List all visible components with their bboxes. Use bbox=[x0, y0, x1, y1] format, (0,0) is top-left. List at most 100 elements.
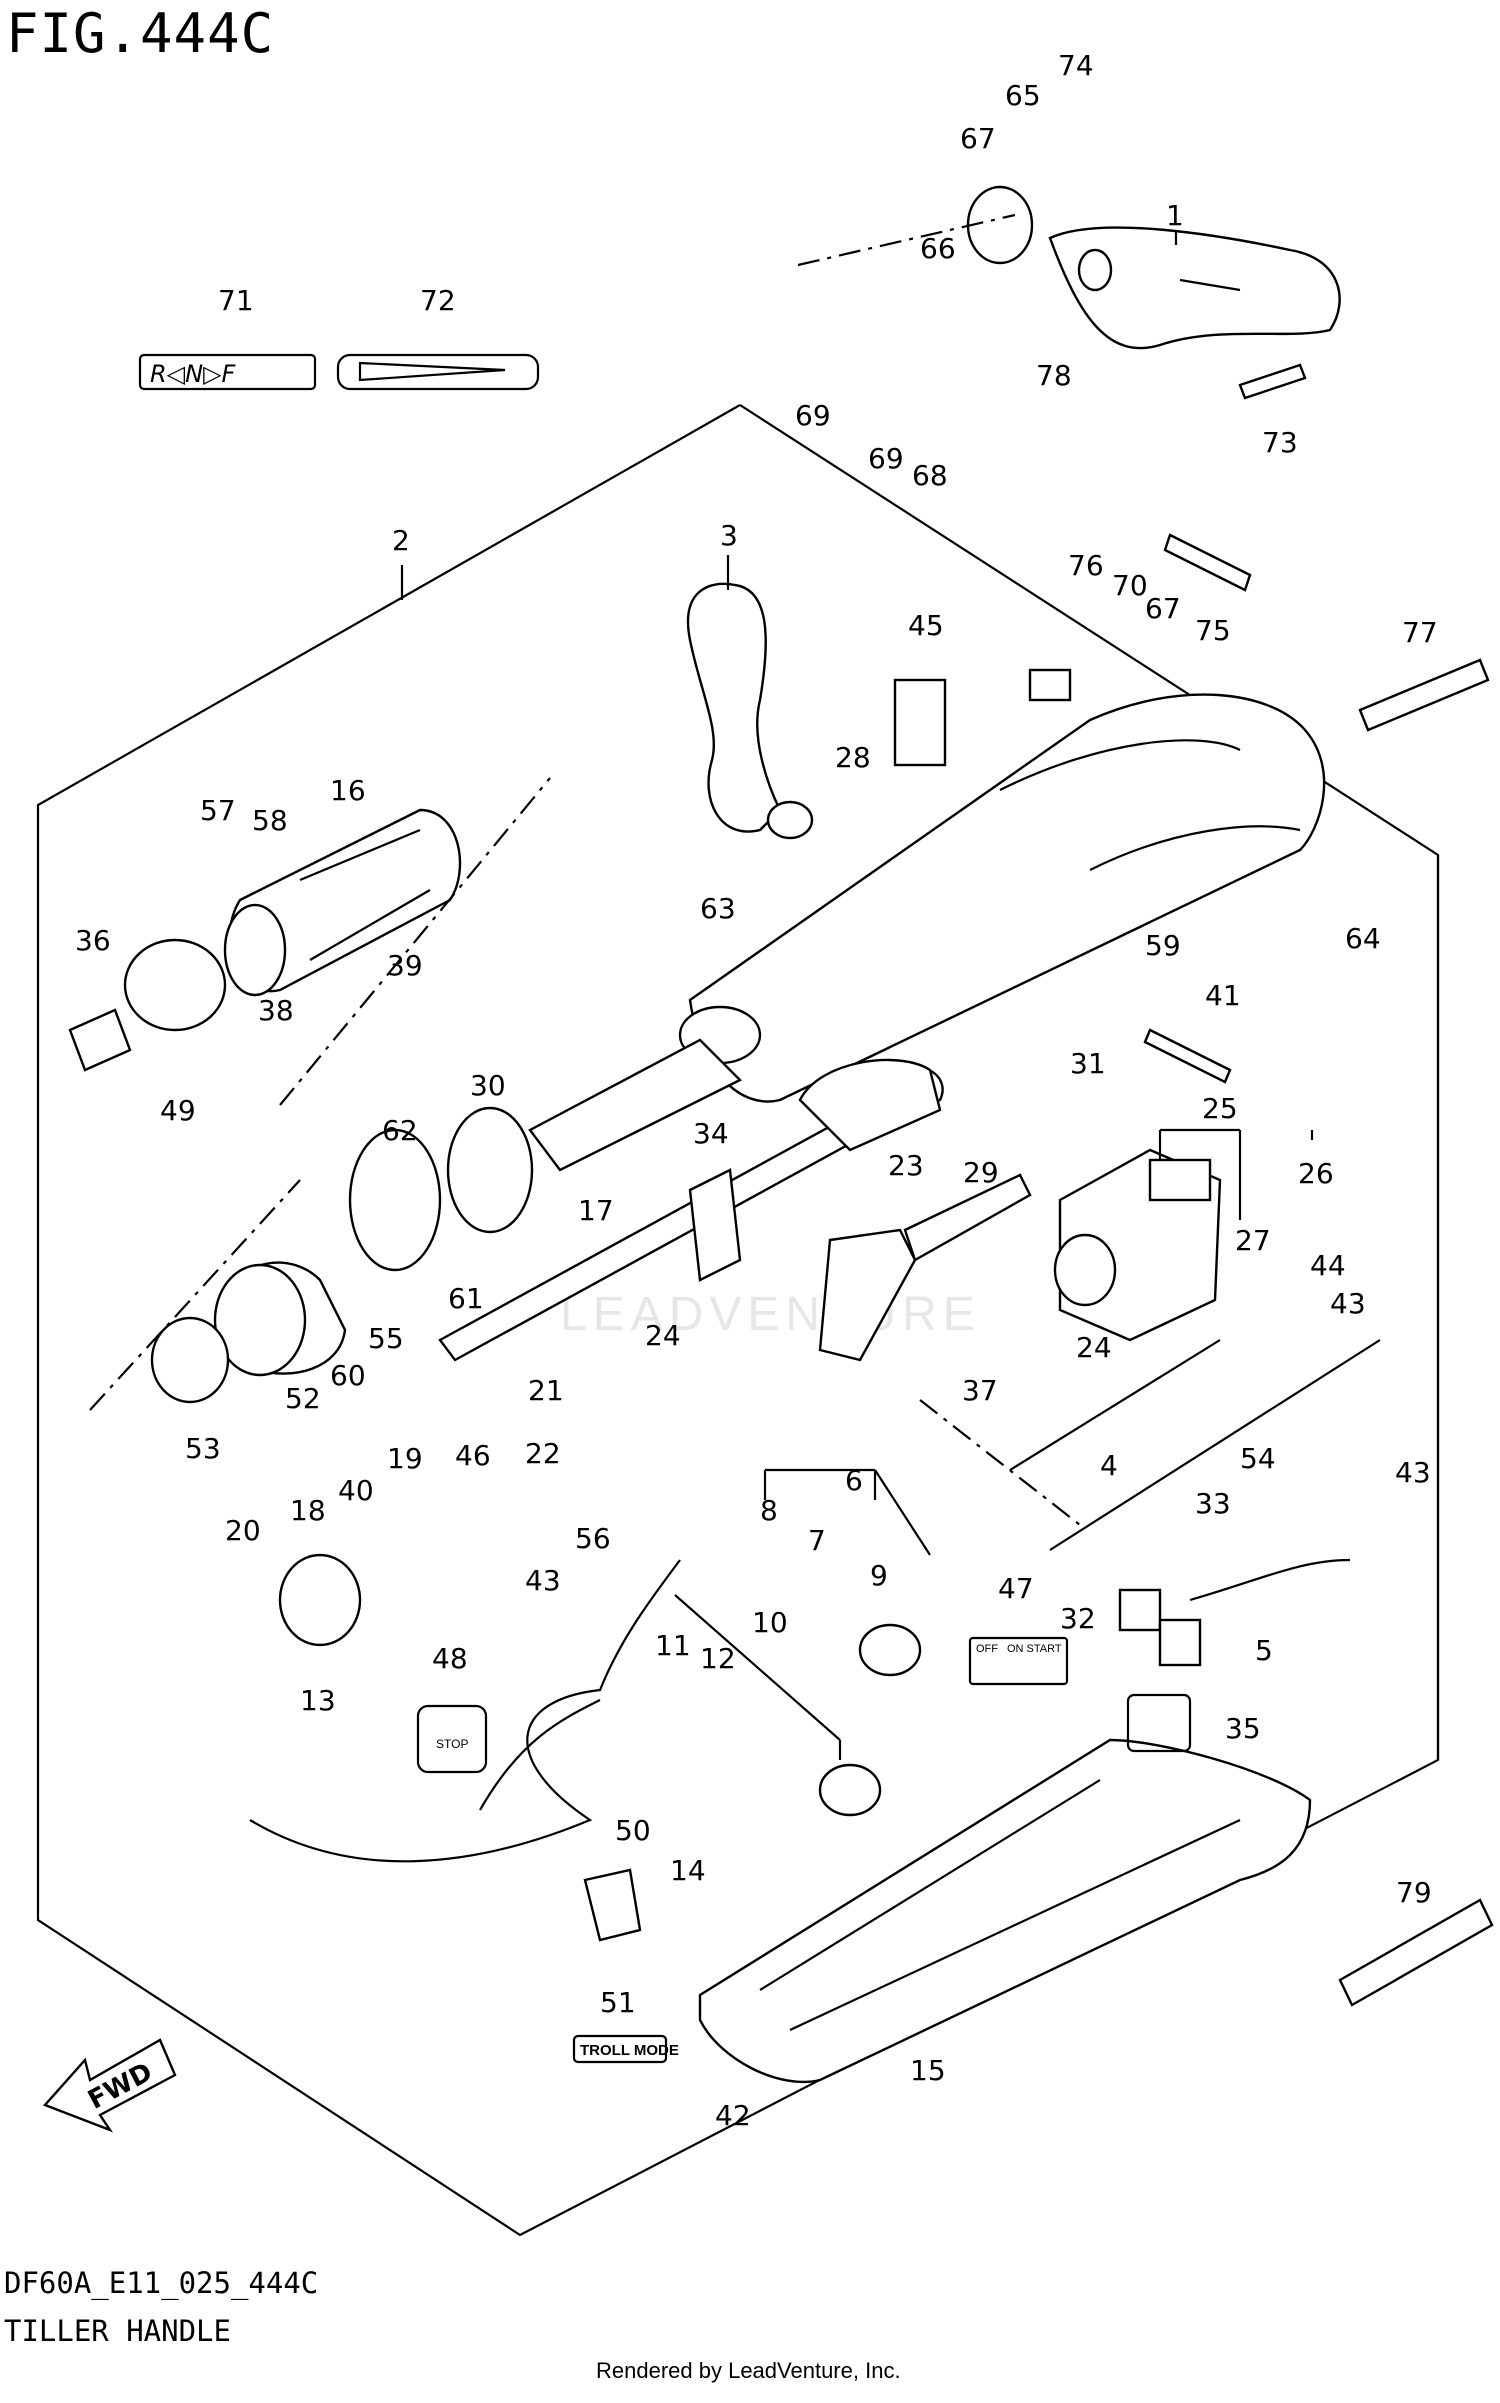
callout-77: 77 bbox=[1402, 616, 1438, 649]
callout-1: 1 bbox=[1166, 199, 1184, 232]
svg-text:TROLL MODE: TROLL MODE bbox=[580, 2042, 679, 2059]
part-62-ring bbox=[348, 1128, 442, 1272]
svg-text:R◁N▷F: R◁N▷F bbox=[150, 360, 237, 388]
callout-58: 58 bbox=[252, 804, 288, 837]
callout-35: 35 bbox=[1225, 1712, 1261, 1745]
callout-25: 25 bbox=[1202, 1092, 1238, 1125]
callout-17: 17 bbox=[578, 1194, 614, 1227]
svg-text:ON START: ON START bbox=[1007, 1643, 1062, 1655]
part-79-spring bbox=[1338, 1898, 1494, 2007]
callout-74: 74 bbox=[1058, 49, 1094, 82]
callout-33: 33 bbox=[1195, 1487, 1231, 1520]
part-52-collar bbox=[150, 1261, 347, 1404]
callout-11: 11 bbox=[655, 1629, 691, 1662]
callout-54: 54 bbox=[1240, 1442, 1276, 1475]
decal-51-troll-mode: TROLL MODE bbox=[572, 2034, 679, 2064]
callout-15: 15 bbox=[910, 2054, 946, 2087]
callout-21: 21 bbox=[528, 1374, 564, 1407]
callout-64: 64 bbox=[1345, 922, 1381, 955]
callout-50: 50 bbox=[615, 1814, 651, 1847]
callout-19: 19 bbox=[387, 1442, 423, 1475]
leader-lines bbox=[674, 230, 1314, 1760]
decal-71-shift: R◁N▷F bbox=[138, 353, 317, 391]
callout-67a: 67 bbox=[960, 122, 996, 155]
callout-39: 39 bbox=[387, 949, 423, 982]
callout-23: 23 bbox=[888, 1149, 924, 1182]
callout-45: 45 bbox=[908, 609, 944, 642]
callout-27: 27 bbox=[1235, 1224, 1271, 1257]
callout-16: 16 bbox=[330, 774, 366, 807]
part-41-bolt bbox=[1143, 1028, 1232, 1084]
fwd-arrow-icon: FWD bbox=[42, 2038, 177, 2133]
part-16-grip bbox=[223, 808, 462, 997]
callout-4: 4 bbox=[1100, 1449, 1118, 1482]
callout-75: 75 bbox=[1195, 614, 1231, 647]
callout-79: 79 bbox=[1396, 1876, 1432, 1909]
callout-8: 8 bbox=[760, 1494, 778, 1527]
callout-70: 70 bbox=[1112, 569, 1148, 602]
callout-42: 42 bbox=[715, 2099, 751, 2132]
callout-47: 47 bbox=[998, 1572, 1034, 1605]
part-29-plate bbox=[903, 1173, 1032, 1262]
callout-71: 71 bbox=[218, 284, 254, 317]
decal-48-stop: STOP bbox=[416, 1704, 488, 1774]
callout-66: 66 bbox=[920, 232, 956, 265]
callout-69a: 69 bbox=[795, 399, 831, 432]
callout-37: 37 bbox=[962, 1374, 998, 1407]
part-49-end-cap bbox=[68, 938, 227, 1072]
callout-40: 40 bbox=[338, 1474, 374, 1507]
callout-22: 22 bbox=[525, 1437, 561, 1470]
callout-51: 51 bbox=[600, 1986, 636, 2019]
callout-18: 18 bbox=[290, 1494, 326, 1527]
callout-61: 61 bbox=[448, 1282, 484, 1315]
callout-59: 59 bbox=[1145, 929, 1181, 962]
callout-43c: 43 bbox=[525, 1564, 561, 1597]
callout-12: 12 bbox=[700, 1642, 736, 1675]
decal-72-throttle bbox=[336, 353, 540, 391]
callout-52: 52 bbox=[285, 1382, 321, 1415]
callout-43b: 43 bbox=[1395, 1456, 1431, 1489]
part-25-control-box bbox=[1053, 1148, 1222, 1342]
svg-text:STOP: STOP bbox=[436, 1737, 468, 1751]
callout-34: 34 bbox=[693, 1117, 729, 1150]
callout-30: 30 bbox=[470, 1069, 506, 1102]
callout-43a: 43 bbox=[1330, 1287, 1366, 1320]
part-15-bottom-cover bbox=[698, 1738, 1312, 2084]
callout-76: 76 bbox=[1068, 549, 1104, 582]
svg-text:OFF: OFF bbox=[976, 1643, 998, 1655]
part-30-ring bbox=[446, 1106, 534, 1234]
callout-49: 49 bbox=[160, 1094, 196, 1127]
part-63-tiller-arm bbox=[528, 693, 1326, 1172]
callout-63: 63 bbox=[700, 892, 736, 925]
decal-35-plate bbox=[1126, 1693, 1192, 1753]
callout-3: 3 bbox=[720, 519, 738, 552]
figure-title: FIG.444C bbox=[6, 2, 275, 65]
callout-26: 26 bbox=[1298, 1157, 1334, 1190]
diagram-name: TILLER HANDLE bbox=[4, 2314, 231, 2348]
part-3-knob bbox=[687, 582, 814, 840]
part-73-bolt bbox=[1238, 363, 1307, 400]
callout-48: 48 bbox=[432, 1642, 468, 1675]
callout-10: 10 bbox=[752, 1606, 788, 1639]
diagram-code: DF60A_E11_025_444C bbox=[4, 2266, 319, 2300]
callout-28: 28 bbox=[835, 741, 871, 774]
part-45-connector bbox=[1028, 668, 1072, 702]
part-5-harness bbox=[1118, 1558, 1351, 1667]
callout-53: 53 bbox=[185, 1432, 221, 1465]
callout-labels: 1 2 3 4 5 6 7 8 9 10 11 12 13 14 15 16 1… bbox=[75, 49, 1438, 2132]
part-23-plate bbox=[818, 1228, 917, 1362]
callout-14: 14 bbox=[670, 1854, 706, 1887]
callout-24a: 24 bbox=[645, 1319, 681, 1352]
callout-78: 78 bbox=[1036, 359, 1072, 392]
part-1-bracket bbox=[966, 185, 1341, 350]
callout-55: 55 bbox=[368, 1322, 404, 1355]
callout-31: 31 bbox=[1070, 1047, 1106, 1080]
callout-73: 73 bbox=[1262, 426, 1298, 459]
callout-69b: 69 bbox=[868, 442, 904, 475]
part-77-spring bbox=[1358, 658, 1490, 732]
callout-20: 20 bbox=[225, 1514, 261, 1547]
watermark: LEADVENTURE bbox=[560, 1288, 981, 1341]
callout-2: 2 bbox=[392, 524, 410, 557]
callout-9: 9 bbox=[870, 1559, 888, 1592]
